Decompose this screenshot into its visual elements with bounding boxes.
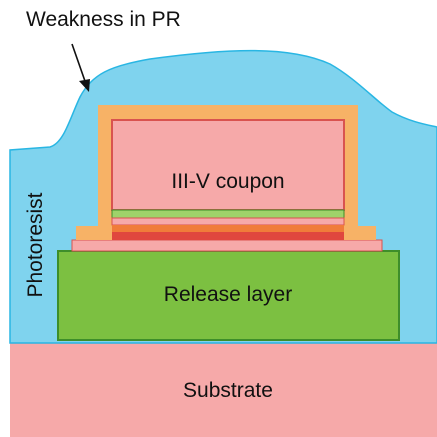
substrate-label: Substrate bbox=[183, 379, 273, 402]
release-layer bbox=[57, 250, 400, 341]
annotation-arrow-line bbox=[71, 43, 87, 85]
release-layer-label: Release layer bbox=[164, 283, 292, 306]
annotation-arrow-head bbox=[79, 79, 90, 92]
annotation-label: Weakness in PR bbox=[26, 8, 181, 31]
stack-orange-layer bbox=[112, 225, 344, 232]
stack-pink-layer bbox=[111, 217, 345, 226]
coupon-label: III-V coupon bbox=[171, 170, 284, 193]
coupon-body bbox=[111, 119, 345, 211]
substrate-layer bbox=[10, 343, 437, 437]
stack-green-layer bbox=[111, 209, 345, 219]
pink-base-layer bbox=[71, 239, 383, 252]
photoresist-label: Photoresist bbox=[24, 192, 47, 297]
stack-red-layer bbox=[112, 232, 344, 240]
